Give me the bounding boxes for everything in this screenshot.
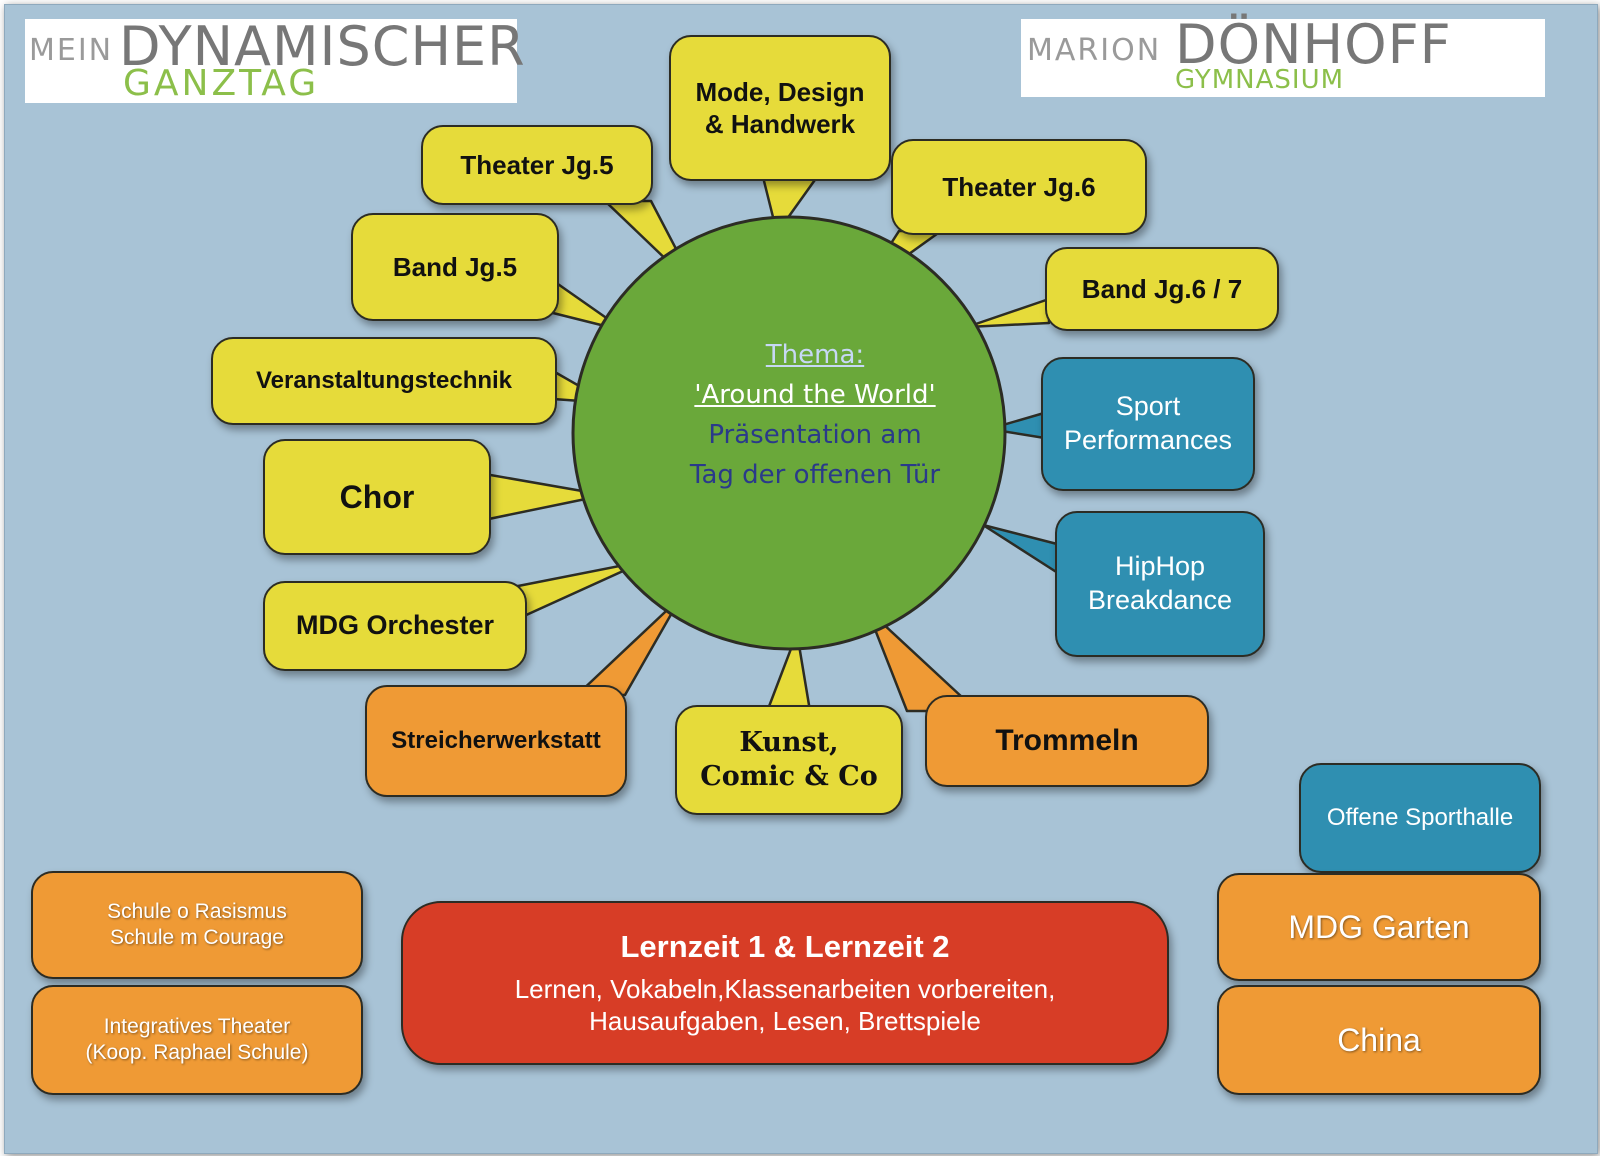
box-lernzeit-desc-1: Lernen, Vokabeln,Klassenarbeiten vorbere…	[514, 973, 1056, 1004]
logo-left-big: DYNAMISCHER	[119, 15, 526, 78]
bubble-band-jg67-label: Band Jg.6 / 7	[1081, 273, 1243, 304]
bubble-theater-jg5[interactable]: Theater Jg.5	[421, 125, 653, 205]
center-theme: Thema: 'Around the World' Präsentation a…	[655, 335, 975, 495]
bubble-veranstaltungstechnik-label: Veranstaltungstechnik	[255, 367, 513, 394]
logo-dynamischer-ganztag: MEIN DYNAMISCHER GANZTAG	[25, 15, 525, 104]
box-lernzeit-desc-2: Hausaufgaben, Lesen, Brettspiele	[589, 1006, 981, 1037]
bubble-streicherwerkstatt[interactable]: Streicherwerkstatt	[365, 685, 627, 797]
bubble-kunst-line-2: Comic & Co	[700, 761, 878, 792]
bubble-band-jg5-label: Band Jg.5	[392, 251, 518, 282]
bubble-kunst-comic[interactable]: Kunst,Comic & Co	[675, 705, 903, 815]
logo-marion-doenhoff: MARION DÖNHOFF GYMNASIUM	[1021, 13, 1545, 97]
bubble-hiphop-line-2: Breakdance	[1087, 585, 1233, 615]
box-offene-sporthalle[interactable]: Offene Sporthalle	[1299, 763, 1541, 873]
center-circle	[571, 215, 1007, 651]
box-theater-line-2: (Koop. Raphael Schule)	[85, 1041, 309, 1064]
bubble-chor[interactable]: Chor	[263, 439, 491, 555]
bubble-mode-line-2: & Handwerk	[704, 109, 856, 139]
logo-right-sub: GYMNASIUM	[1175, 65, 1345, 95]
logo-right-small: MARION	[1027, 33, 1162, 68]
bubble-sport-line-2: Performances	[1063, 425, 1233, 455]
logo-left-sub: GANZTAG	[123, 63, 320, 104]
box-lernzeit-title: Lernzeit 1 & Lernzeit 2	[620, 929, 950, 965]
box-theater-line-1: Integratives Theater	[103, 1014, 291, 1038]
bubble-kunst-line-1: Kunst,	[739, 727, 839, 759]
bubble-trommeln-label: Trommeln	[995, 724, 1139, 758]
center-title: 'Around the World'	[694, 380, 936, 410]
bubble-band-jg67[interactable]: Band Jg.6 / 7	[1045, 247, 1279, 331]
bubble-mdg-orchester[interactable]: MDG Orchester	[263, 581, 527, 671]
box-rassismus-line-2: Schule m Courage	[110, 926, 284, 949]
tail-hiphop	[981, 523, 1063, 577]
bubble-theater-jg5-label: Theater Jg.5	[460, 149, 614, 180]
bubble-theater-jg6-label: Theater Jg.6	[942, 171, 1096, 202]
box-china-label: China	[1337, 1022, 1421, 1058]
box-rassismus-line-1: Schule o Rasismus	[107, 899, 287, 923]
bubble-streicherwerkstatt-label: Streicherwerkstatt	[391, 727, 601, 754]
poster-canvas: MEIN DYNAMISCHER GANZTAG MARION DÖNHOFF …	[4, 4, 1598, 1154]
box-china[interactable]: China	[1217, 985, 1541, 1095]
center-line-2: Tag der offenen Tür	[689, 460, 941, 490]
bubble-mdg-orchester-label: MDG Orchester	[295, 610, 495, 641]
bubble-mode-line-1: Mode, Design	[695, 76, 865, 107]
box-integratives-theater[interactable]: Integratives Theater (Koop. Raphael Schul…	[31, 985, 363, 1095]
bubble-theater-jg6[interactable]: Theater Jg.6	[891, 139, 1147, 235]
bubble-trommeln[interactable]: Trommeln	[925, 695, 1209, 787]
box-offene-sporthalle-label: Offene Sporthalle	[1326, 804, 1514, 831]
diagram-shapes	[477, 175, 1063, 719]
center-line-1: Präsentation am	[708, 420, 922, 450]
logo-right-big: DÖNHOFF	[1175, 13, 1452, 76]
box-lernzeit[interactable]: Lernzeit 1 & Lernzeit 2 Lernen, Vokabeln…	[401, 901, 1169, 1065]
bubble-mode-design[interactable]: Mode, Design& Handwerk	[669, 35, 891, 181]
bubble-sport-line-1: Sport	[1115, 391, 1181, 422]
center-thema-label: Thema:	[765, 340, 865, 370]
tail-band67	[965, 297, 1051, 329]
bubble-chor-label: Chor	[339, 479, 415, 515]
bubble-band-jg5[interactable]: Band Jg.5	[351, 213, 559, 321]
bubble-veranstaltungstechnik[interactable]: Veranstaltungstechnik	[211, 337, 557, 425]
logo-left-small: MEIN	[29, 33, 114, 68]
box-mdg-garten-label: MDG Garten	[1288, 909, 1470, 945]
bubble-hiphop-line-1: HipHop	[1114, 551, 1206, 582]
box-mdg-garten[interactable]: MDG Garten	[1217, 873, 1541, 981]
bubble-tails	[477, 175, 1063, 719]
